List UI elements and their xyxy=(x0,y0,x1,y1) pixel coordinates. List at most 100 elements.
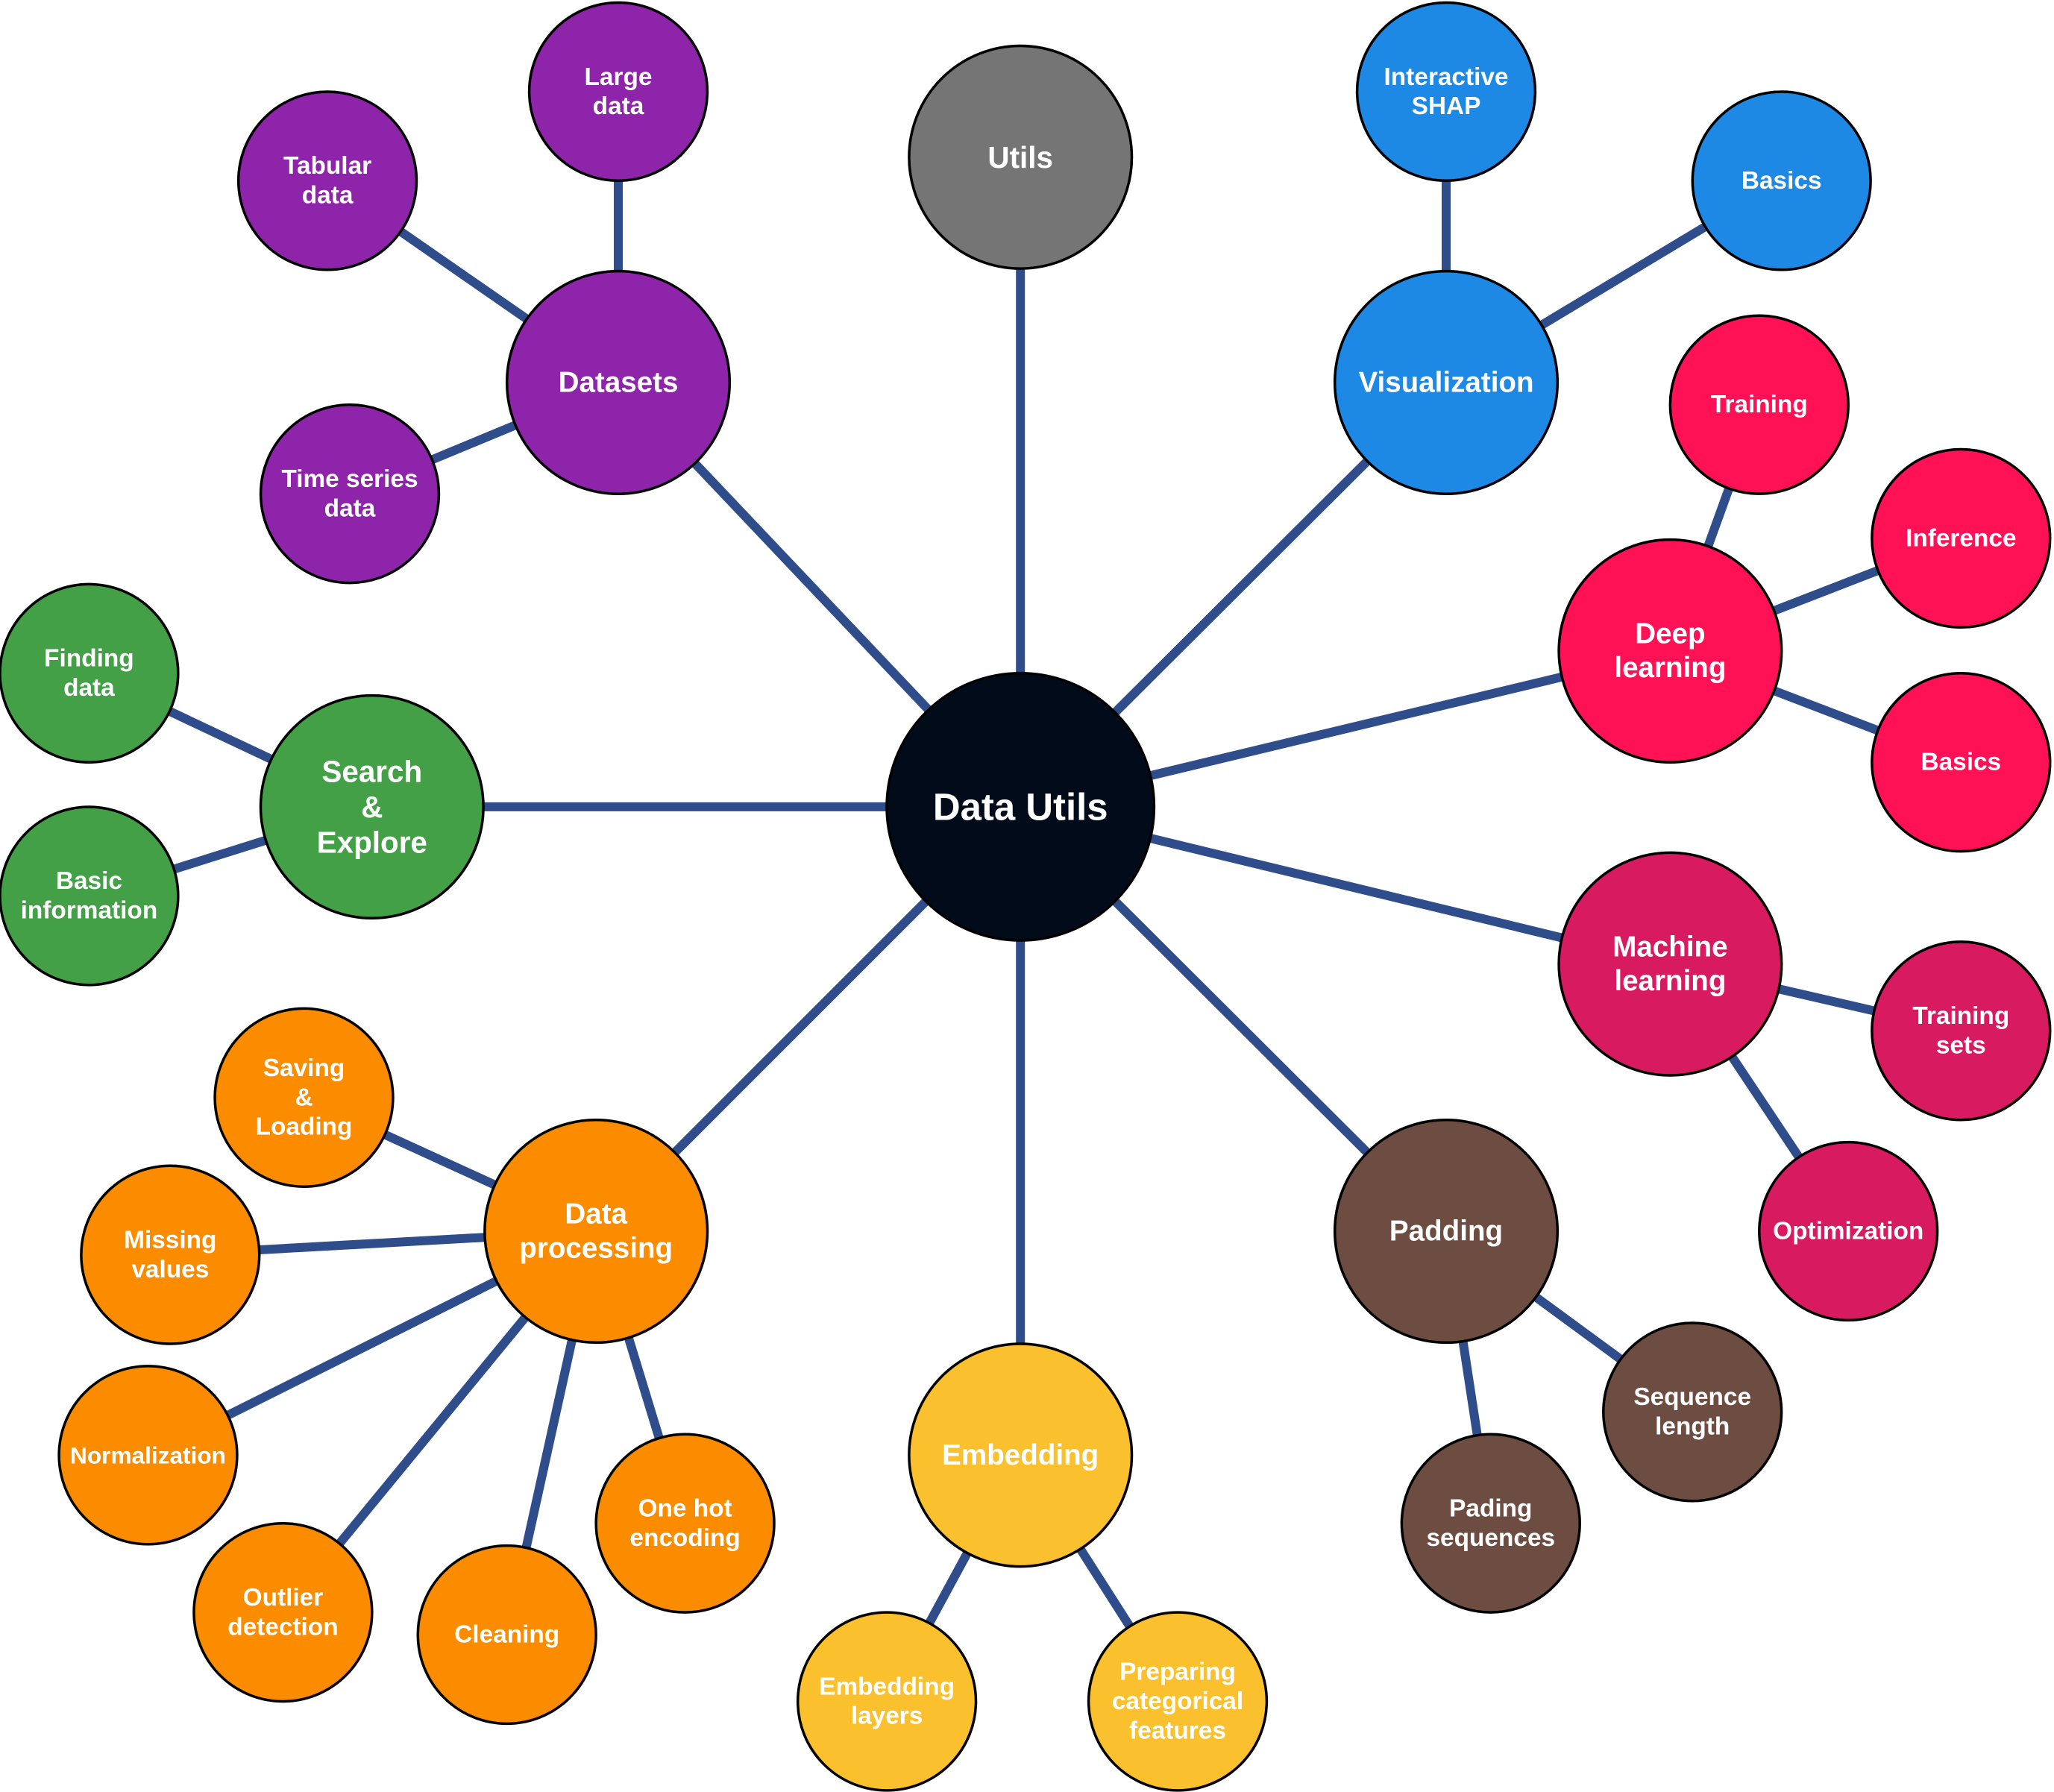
node-label-missing-values: values xyxy=(131,1256,209,1283)
node-viz-basics: Basics xyxy=(1691,90,1872,271)
node-padding: Padding xyxy=(1333,1118,1560,1345)
node-embedding-layers: Embedding layers xyxy=(796,1611,978,1792)
node-root: Data Utils xyxy=(885,671,1156,942)
node-label-preparing-categorical-features: Preparing xyxy=(1119,1659,1236,1686)
node-circle-tabular-data xyxy=(236,90,418,271)
node-label-preparing-categorical-features: features xyxy=(1129,1717,1226,1744)
node-label-search-explore: Explore xyxy=(317,826,427,860)
node-normalization: Normalization xyxy=(57,1365,239,1546)
node-label-training: Training xyxy=(1711,391,1808,418)
node-datasets: Datasets xyxy=(505,269,732,495)
node-label-deep-learning: Deep xyxy=(1635,618,1705,650)
node-circle-padding xyxy=(1333,1118,1560,1345)
node-circle-cleaning xyxy=(416,1544,597,1726)
node-label-visualization: Visualization xyxy=(1358,366,1533,398)
node-training: Training xyxy=(1668,314,1850,495)
node-label-interactive-shap: Interactive xyxy=(1384,63,1508,91)
node-label-large-data: Large xyxy=(585,63,653,91)
node-label-machine-learning: Machine xyxy=(1612,931,1727,963)
node-circle-basic-information xyxy=(0,805,180,987)
node-label-one-hot-encoding: encoding xyxy=(629,1524,740,1552)
node-circle-normalization xyxy=(57,1365,239,1546)
node-circle-time-series-data xyxy=(259,403,441,585)
node-label-deep-learning: learning xyxy=(1614,652,1726,684)
node-circle-outlier-detection xyxy=(192,1521,374,1703)
node-saving-loading: Saving&Loading xyxy=(213,1007,395,1188)
node-label-utils: Utils xyxy=(987,140,1053,175)
node-label-finding-data: Finding xyxy=(44,645,134,673)
node-label-inference: Inference xyxy=(1906,524,2016,552)
node-circle-dl-basics xyxy=(1871,672,2052,853)
node-embedding: Embedding xyxy=(908,1342,1134,1568)
node-circle-saving-loading xyxy=(213,1007,395,1188)
node-circle-root xyxy=(885,671,1156,942)
node-inference: Inference xyxy=(1871,447,2052,629)
node-circle-preparing-categorical-features xyxy=(1087,1611,1269,1792)
node-circle-missing-values xyxy=(80,1164,261,1345)
node-label-outlier-detection: detection xyxy=(227,1613,338,1641)
node-circle-visualization xyxy=(1333,269,1560,495)
node-circle-interactive-shap xyxy=(1355,1,1537,183)
node-label-embedding-layers: layers xyxy=(851,1703,923,1730)
node-label-saving-loading: Loading xyxy=(256,1113,353,1141)
node-label-data-processing: processing xyxy=(519,1232,673,1264)
node-label-missing-values: Missing xyxy=(124,1226,216,1254)
node-label-optimization: Optimization xyxy=(1773,1218,1923,1245)
node-label-machine-learning: learning xyxy=(1614,965,1726,997)
node-label-outlier-detection: Outlier xyxy=(243,1584,324,1612)
node-circle-machine-learning xyxy=(1557,851,1783,1077)
node-search-explore: Search&Explore xyxy=(259,694,485,919)
node-circle-utils xyxy=(908,44,1134,270)
node-circle-large-data xyxy=(527,1,709,183)
node-label-one-hot-encoding: One hot xyxy=(638,1495,732,1523)
node-label-tabular-data: Tabular xyxy=(283,152,371,180)
node-circle-datasets xyxy=(505,269,732,495)
node-circle-embedding-layers xyxy=(796,1611,978,1792)
node-label-large-data: data xyxy=(593,92,644,120)
node-label-padding: Padding xyxy=(1389,1216,1503,1248)
node-optimization: Optimization xyxy=(1758,1140,1939,1322)
node-label-finding-data: data xyxy=(63,674,115,702)
node-circle-deep-learning xyxy=(1557,538,1783,764)
node-label-search-explore: Search xyxy=(321,754,422,788)
node-label-saving-loading: Saving xyxy=(263,1054,345,1082)
node-label-time-series-data: data xyxy=(324,494,376,522)
node-label-root: Data Utils xyxy=(933,785,1108,828)
node-circle-one-hot-encoding xyxy=(594,1433,776,1614)
node-label-embedding-layers: Embedding xyxy=(819,1673,955,1700)
node-label-pading-sequences: Pading xyxy=(1449,1495,1532,1523)
node-circle-training xyxy=(1668,314,1850,495)
node-label-dl-basics: Basics xyxy=(1920,749,2001,776)
node-label-datasets: Datasets xyxy=(559,366,679,398)
node-label-training-sets: Training xyxy=(1912,1002,2009,1030)
node-circle-optimization xyxy=(1758,1140,1939,1322)
node-label-cleaning: Cleaning xyxy=(454,1621,559,1649)
node-label-pading-sequences: sequences xyxy=(1426,1524,1555,1552)
node-label-time-series-data: Time series xyxy=(281,465,418,493)
node-label-sequence-length: length xyxy=(1655,1413,1730,1441)
node-label-viz-basics: Basics xyxy=(1741,167,1822,195)
node-cleaning: Cleaning xyxy=(416,1544,597,1726)
node-visualization: Visualization xyxy=(1333,269,1560,495)
node-label-basic-information: information xyxy=(21,897,158,925)
node-label-training-sets: sets xyxy=(1936,1032,1986,1060)
node-circle-embedding xyxy=(908,1342,1134,1568)
node-circle-pading-sequences xyxy=(1400,1433,1581,1614)
node-circle-training-sets xyxy=(1871,940,2052,1122)
node-utils: Utils xyxy=(908,44,1134,270)
node-circle-inference xyxy=(1871,447,2052,629)
